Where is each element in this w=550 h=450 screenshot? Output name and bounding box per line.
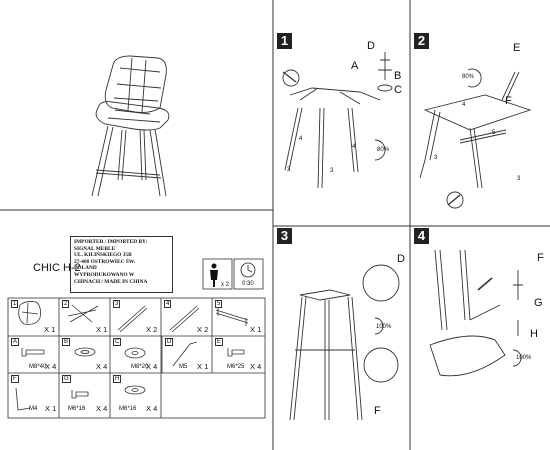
hardware-size: M4 — [29, 406, 38, 412]
hardware-qty: X 4 — [96, 362, 108, 371]
step-number: 2 — [414, 33, 429, 49]
hardware-size: M8*20 — [131, 364, 149, 370]
hardware-qty: X 4 — [96, 404, 108, 413]
importer-line: IMPORTER / IMPORTED BY: — [74, 239, 148, 245]
leg-label: 3 — [287, 167, 291, 173]
importer-line: WYPRODUKOWANO W — [74, 271, 135, 278]
bolt-e-icon — [227, 348, 245, 357]
allen-key-d-icon — [172, 341, 198, 367]
hardware-id: C — [113, 338, 122, 346]
hardware-qty: X 4 — [146, 362, 158, 371]
step-letter: C — [394, 84, 402, 96]
hardware-size: M6*16 — [119, 406, 137, 412]
clock-icon — [240, 262, 256, 278]
leg-label: 3 — [434, 155, 438, 161]
leg-label: 4 — [299, 136, 303, 142]
washer-h-icon — [124, 385, 146, 395]
importer-line: UL. KILIŃSKIEGO 35B — [74, 252, 132, 259]
torque-badge: 80% — [462, 74, 475, 80]
hardware-qty: X 4 — [146, 404, 158, 413]
importer-line: POLAND — [74, 265, 97, 272]
leg-label: 4 — [462, 102, 466, 108]
hardware-qty: X 1 — [197, 362, 209, 371]
hardware-id: G — [62, 375, 71, 383]
torque-badge: 100% — [376, 324, 392, 330]
hardware-size: M5 — [179, 364, 188, 370]
part-leg4-icon — [169, 305, 200, 333]
part-qty: X 2 — [197, 325, 209, 334]
leg-label: 5 — [492, 130, 496, 136]
hardware-size: M8*40 — [29, 364, 47, 370]
hardware-size: M6*25 — [227, 364, 245, 370]
importer-box: IMPORTER / IMPORTED BY: SIGNAL MEBLE UL.… — [70, 236, 173, 293]
parts-table — [7, 297, 266, 419]
hardware-id: A — [11, 338, 20, 346]
part-seat-icon — [18, 301, 41, 325]
leg-label: 3 — [517, 176, 521, 182]
bolt-g-icon — [71, 390, 89, 399]
importer-line: SIGNAL MEBLE — [74, 245, 116, 252]
model-name: CHIC H-2 — [33, 262, 81, 274]
step-letter: A — [351, 60, 359, 72]
hardware-size: M6*16 — [68, 406, 86, 412]
person-icon — [210, 263, 218, 287]
part-qty: X 2 — [146, 325, 158, 334]
washer-b-icon — [74, 347, 96, 357]
part-qty: X 1 — [250, 325, 262, 334]
torque-badge: 80% — [377, 147, 390, 153]
part-id: 1 — [11, 300, 19, 308]
bolt-a-icon — [21, 348, 45, 357]
part-id: 4 — [164, 300, 172, 308]
step-number: 3 — [277, 228, 292, 244]
step-letter: F — [374, 405, 381, 417]
hardware-id: F — [11, 375, 19, 383]
hardware-id: D — [165, 338, 174, 346]
step-letter: H — [530, 328, 538, 340]
part-id: 5 — [215, 300, 223, 308]
hardware-id: E — [215, 338, 224, 346]
torque-badge: 100% — [516, 355, 532, 361]
part-leg3-icon — [117, 305, 148, 333]
step-number: 1 — [277, 33, 292, 49]
part-frame-icon — [67, 304, 99, 323]
step-number: 4 — [414, 228, 429, 244]
step-letter: F — [537, 252, 544, 264]
step-letter: G — [534, 297, 543, 309]
importer-line: CHINACH / MADE IN CHINA — [74, 278, 148, 285]
persons-count: x 2 — [221, 282, 230, 288]
part-id: 2 — [62, 300, 70, 308]
hardware-id: B — [62, 338, 71, 346]
step-letter: B — [394, 70, 402, 82]
allen-key-f-icon — [15, 387, 31, 411]
leg-label: 3 — [330, 168, 334, 174]
washer-c-icon — [124, 347, 146, 359]
step-letter: D — [367, 40, 375, 52]
hardware-id: H — [113, 375, 122, 383]
assembly-time: 0:30 — [242, 281, 254, 287]
hardware-qty: X 4 — [250, 362, 262, 371]
assembly-info-icons — [202, 258, 264, 290]
hardware-qty: X 1 — [45, 404, 57, 413]
hardware-qty: X 4 — [45, 362, 57, 371]
part-qty: X 1 — [44, 325, 56, 334]
importer-line: 27-400 OSTROWIEC ŚW. — [74, 258, 136, 265]
leg-label: 4 — [352, 144, 356, 150]
step-letter: E — [513, 42, 521, 54]
part-qty: X 1 — [96, 325, 108, 334]
part-id: 3 — [113, 300, 121, 308]
step-letter: F — [505, 95, 512, 107]
step-letter: D — [397, 253, 405, 265]
part-footrest-icon — [215, 308, 249, 326]
chair-illustration — [91, 55, 170, 197]
